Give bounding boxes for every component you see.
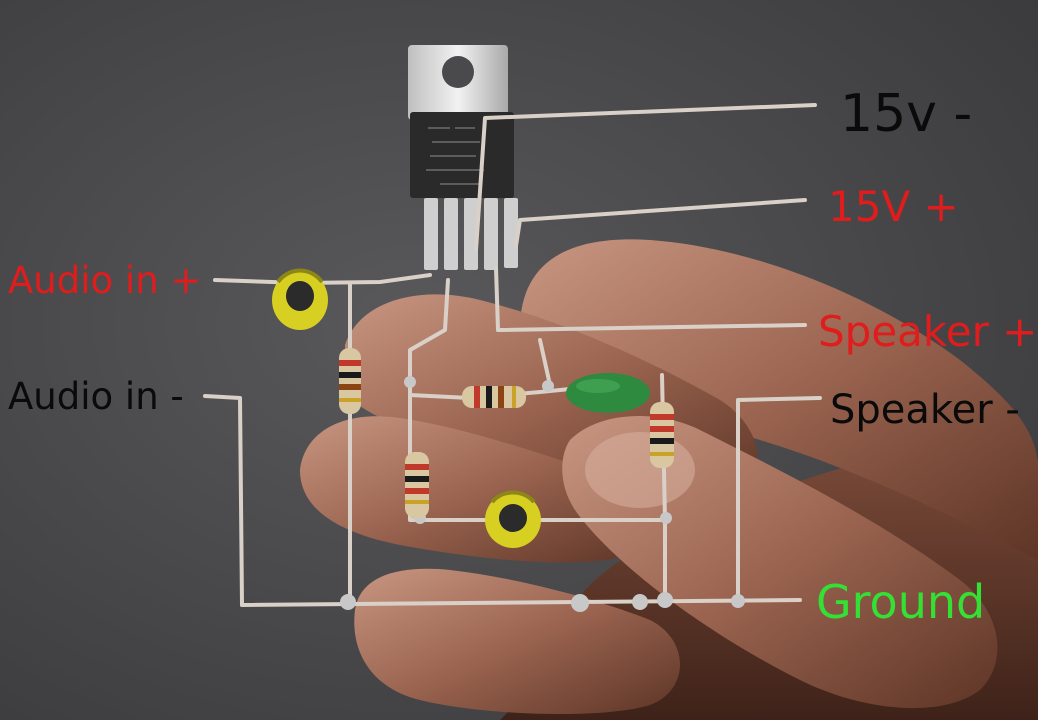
label-ground: Ground: [816, 575, 986, 629]
label-speaker-plus: Speaker +: [818, 307, 1038, 356]
label-speaker-minus: Speaker -: [830, 387, 1020, 433]
wire-audio-in-plus: [213, 273, 432, 285]
capacitor-electrolytic-2: [485, 490, 541, 548]
finger-ring: [300, 416, 654, 563]
solder-joints: [340, 376, 745, 612]
label-audio-in-minus: Audio in -: [8, 375, 184, 418]
ic-pins: [424, 198, 518, 270]
ic-body: [410, 112, 514, 198]
capacitor-electrolytic-1: [272, 268, 328, 330]
thumbnail: [585, 432, 695, 508]
resistor-4: [650, 402, 674, 468]
resistor-2: [405, 452, 429, 518]
resistor-3: [462, 386, 526, 408]
label-15v-plus: 15V +: [828, 182, 959, 231]
wire-ground: [240, 598, 802, 607]
wire-speaker-plus: [494, 266, 807, 332]
wire-audio-in-minus: [203, 394, 244, 607]
mounting-hole: [442, 56, 474, 88]
capacitor-polyester: [566, 373, 650, 413]
wire-15v-minus: [474, 103, 817, 252]
resistor-1: [339, 348, 361, 414]
amplifier-ic: [408, 45, 518, 270]
label-15v-minus: 15v -: [840, 84, 973, 144]
label-audio-in-plus: Audio in +: [8, 259, 202, 302]
wire-speaker-minus: [736, 396, 822, 607]
wire-15v-plus: [514, 198, 807, 248]
